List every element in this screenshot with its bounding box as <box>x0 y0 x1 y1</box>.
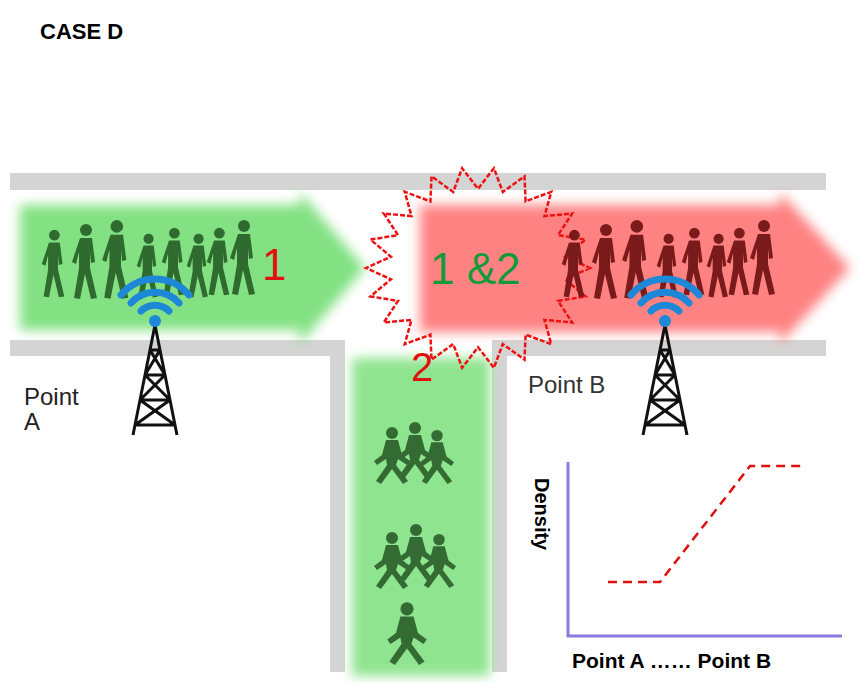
axis-label: Density <box>531 478 552 550</box>
callout-number: 2 <box>411 346 433 388</box>
walker <box>397 422 433 479</box>
walker <box>72 224 97 299</box>
walker <box>398 524 434 581</box>
axis-label: Point A …… Point B <box>572 650 771 672</box>
walker <box>727 228 750 295</box>
walker <box>562 230 585 297</box>
walker <box>42 230 65 297</box>
point-label: Point B <box>528 372 605 397</box>
walker <box>420 430 454 484</box>
walker <box>422 534 456 588</box>
callout-number: 1 <box>262 242 286 288</box>
walker <box>187 234 208 298</box>
walker <box>592 224 617 299</box>
walker <box>230 220 255 295</box>
walker <box>387 602 427 665</box>
callout-number: 1 &2 <box>430 246 521 292</box>
point-label: Point A <box>24 384 94 434</box>
case-title: CASE D <box>40 20 123 43</box>
walker <box>207 228 230 295</box>
walker <box>137 234 158 298</box>
walker <box>657 234 678 298</box>
walker <box>750 220 775 295</box>
walker <box>707 234 728 298</box>
